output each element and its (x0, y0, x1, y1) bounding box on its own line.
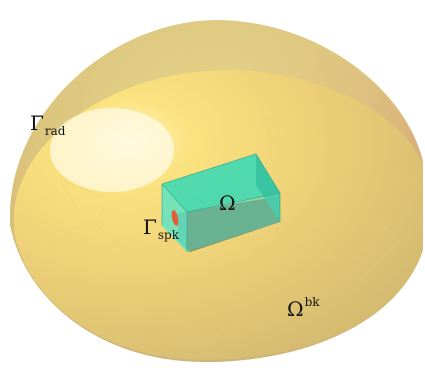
label-gamma-spk: Γspk (143, 217, 179, 241)
label-omega-bk: Ωbk (287, 296, 320, 319)
box-front-face (187, 193, 280, 252)
speaker-patch (171, 210, 179, 226)
omega-bk-superscript: bk (304, 295, 320, 309)
box-top-face (162, 154, 280, 212)
mesh-facets (39, 109, 401, 341)
dome-highlight (50, 108, 174, 192)
omega-symbol: Ω (219, 191, 236, 215)
label-gamma-rad: Γrad (30, 113, 65, 137)
gamma-spk-symbol: Γ (143, 215, 157, 239)
gamma-rad-symbol: Γ (30, 111, 44, 135)
box-edges (161, 153, 281, 252)
gamma-rad-subscript: rad (44, 124, 66, 138)
label-omega: Ω (219, 193, 236, 213)
omega-bk-symbol: Ω (287, 297, 304, 321)
dome-shell-tint (230, 25, 423, 200)
gamma-spk-subscript: spk (157, 228, 180, 242)
